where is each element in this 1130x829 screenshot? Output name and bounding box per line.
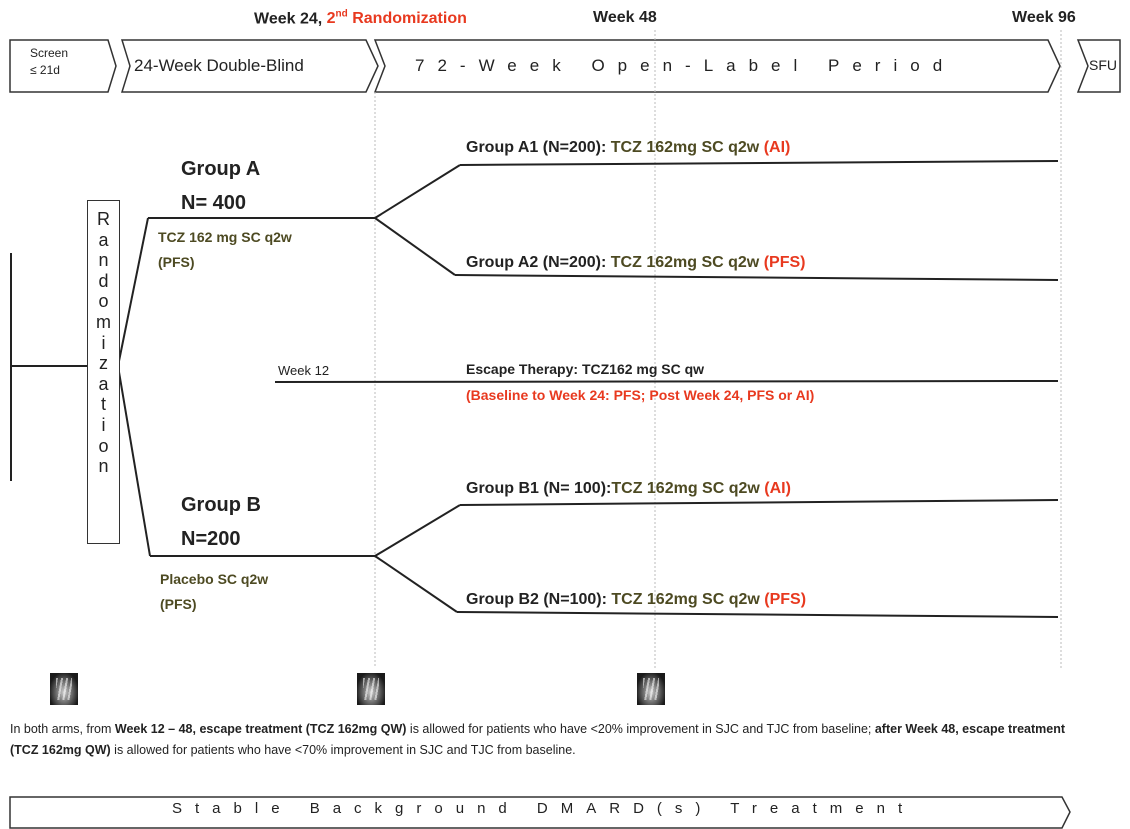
b1-line xyxy=(459,499,1059,506)
randomization-letter: i xyxy=(101,414,106,435)
randomization-letter: n xyxy=(98,250,109,271)
group-b-n: N=200 xyxy=(181,528,241,550)
arm-b1-label: Group B1 (N= 100):TCZ 162mg SC q2w (AI) xyxy=(466,480,791,497)
week12-label: Week 12 xyxy=(278,363,330,378)
week96-header: Week 96 xyxy=(1012,9,1076,26)
escape-therapy-title: Escape Therapy: TCZ162 mg SC qw xyxy=(466,361,705,377)
arm-a1-label: Group A1 (N=200): TCZ 162mg SC q2w (AI) xyxy=(466,139,791,156)
b2-line xyxy=(456,611,1059,618)
background-dmard-chevron xyxy=(9,796,1071,829)
xray-hand-icon xyxy=(637,673,665,705)
group-a-device: (PFS) xyxy=(158,254,195,270)
randomization-letter: i xyxy=(101,332,106,353)
footnote: In both arms, from Week 12 – 48, escape … xyxy=(10,722,1066,757)
group-a-n: N= 400 xyxy=(181,192,247,214)
arm-a2-label: Group A2 (N=200): TCZ 162mg SC q2w (PFS) xyxy=(466,254,806,271)
b1-diag xyxy=(374,504,461,557)
open-label-chevron xyxy=(373,39,1061,93)
a1-line xyxy=(459,160,1059,166)
group-b-title: Group B xyxy=(181,494,261,516)
escape-line xyxy=(274,380,1059,383)
randomization-letter: R xyxy=(97,209,110,229)
xray-hand-icon xyxy=(50,673,78,705)
open-label-phase: 72-Week Open-Label Period xyxy=(415,56,956,75)
week48-header: Week 48 xyxy=(593,9,657,26)
screen-chevron xyxy=(9,39,117,93)
group-b-device: (PFS) xyxy=(160,596,197,612)
background-dmard-label: Stable Background DMARD(s) Treatment xyxy=(172,800,916,817)
xray-hand-icon xyxy=(357,673,385,705)
double-blind-chevron xyxy=(120,39,379,93)
randomization-letter: z xyxy=(99,353,108,374)
sfu-chevron xyxy=(1076,39,1121,93)
randomization-letter: m xyxy=(96,311,111,332)
branch-b-diag xyxy=(117,365,151,557)
week24-header: Week 24, 2nd Randomization xyxy=(254,9,467,28)
arm-b2-label: Group B2 (N=100): TCZ 162mg SC q2w (PFS) xyxy=(466,591,807,608)
b2-diag xyxy=(374,555,458,613)
double-blind-phase: 24-Week Double-Blind xyxy=(134,56,304,75)
escape-therapy-detail: (Baseline to Week 24: PFS; Post Week 24,… xyxy=(466,387,815,403)
group-a-title: Group A xyxy=(181,158,261,180)
a1-diag xyxy=(374,164,461,219)
second-randomization-label: 2nd Randomization xyxy=(326,9,467,28)
group-b-treatment: Placebo SC q2w xyxy=(160,571,269,587)
randomization-letter: n xyxy=(98,456,109,477)
a2-line xyxy=(454,274,1059,281)
randomization-letter: t xyxy=(100,394,106,415)
randomization-letter: o xyxy=(98,291,109,312)
randomization-letter: a xyxy=(98,373,109,394)
randomization-letter: a xyxy=(98,229,109,250)
randomization-letter: o xyxy=(98,435,109,456)
screen-phase: Screen ≤ 21d xyxy=(30,46,69,77)
randomization-letter: d xyxy=(98,270,109,291)
a2-diag xyxy=(374,217,456,276)
sfu-phase: SFU xyxy=(1089,57,1117,73)
group-a-treatment: TCZ 162 mg SC q2w xyxy=(158,229,292,245)
branch-a-diag xyxy=(117,217,149,367)
